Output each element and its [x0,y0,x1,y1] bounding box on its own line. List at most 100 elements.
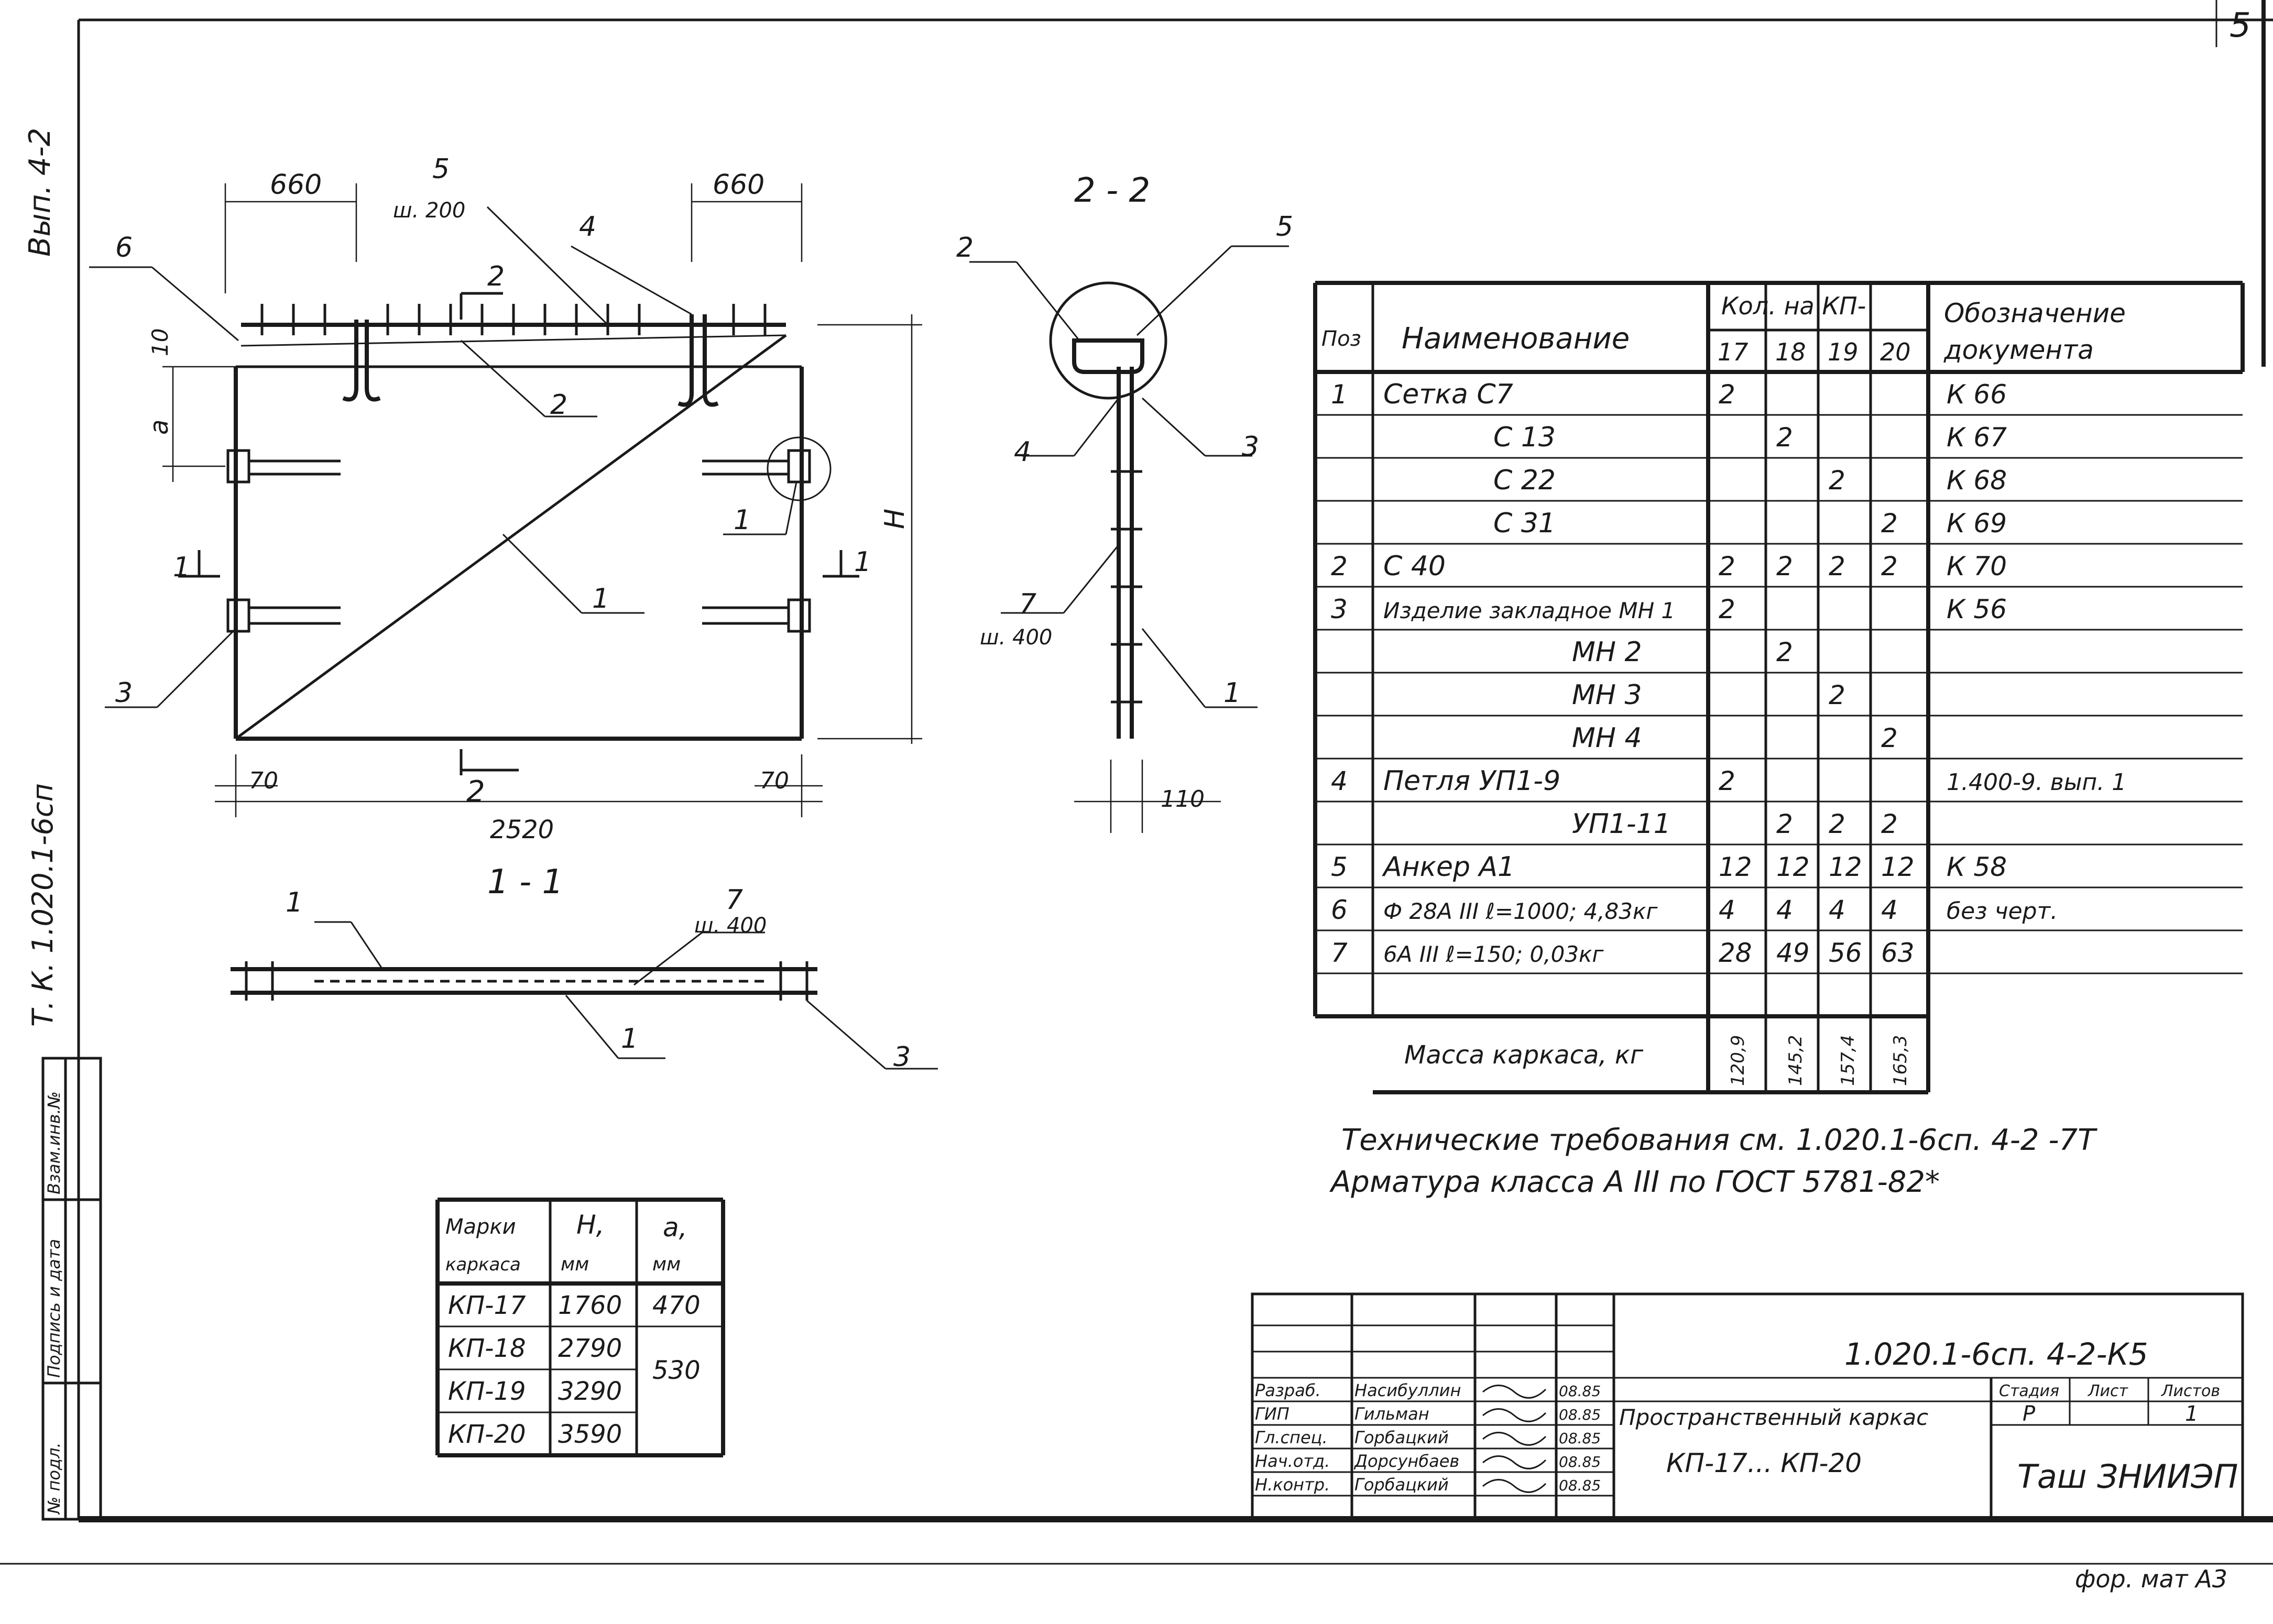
marks-row: КП-18 2790 [448,1334,622,1363]
header-pos: Поз [1321,327,1361,351]
spec-name: Ф 28А III ℓ=1000; 4,83кг [1383,898,1658,924]
header-kp-17: 17 [1718,338,1749,366]
spec-qty: 12 [1719,852,1752,882]
note-tech-requirements: Технические требования см. 1.020.1-6сп. … [1341,1123,2097,1157]
dim-10: 10 [147,328,173,356]
spec-qty: 2 [1719,594,1735,624]
title-date: 08.85 [1559,1406,1601,1423]
spec-name: С 13 [1493,422,1556,453]
dim-660-left: 660 [270,169,322,201]
marks-a: 470 [652,1291,701,1320]
callout-7-sec11: 7 [726,884,743,916]
header-kp-20: 20 [1880,338,1911,366]
spec-name: МН 3 [1572,679,1642,711]
section-mark-2-bottom: 2 [466,775,485,809]
spec-name: МН 4 [1572,722,1642,754]
marks-H: 2790 [558,1334,622,1363]
section-2-2-title: 2 - 2 [1074,171,1150,210]
cut-1-right: 1 [854,546,871,578]
callout-1-plan-diag: 1 [592,583,609,615]
spec-qty: 2 [1829,680,1845,710]
note-rebar-class: Арматура класса А III по ГОСТ 5781-82* [1329,1165,1940,1199]
issue-label: Вып. 4-2 [23,128,57,257]
dim-H: Н [879,509,911,529]
spec-doc: К 68 [1947,465,2007,496]
title-role: Разраб. [1255,1380,1321,1400]
spec-name: 6А III ℓ=150; 0,03кг [1383,941,1604,967]
mass-value: 145,2 [1785,1035,1806,1086]
page-number: 5 [2230,6,2251,45]
spec-qty: 2 [1829,551,1845,581]
callout-1-plan-right: 1 [734,504,751,536]
step-400-sec11: ш. 400 [694,914,767,938]
dim-660-right: 660 [713,169,764,201]
title-person: Горбацкий [1354,1475,1449,1495]
spec-qty: 2 [1881,723,1898,753]
marks-a: 530 [652,1356,701,1385]
sheets-value: 1 [2185,1402,2198,1426]
spec-doc: 1.400-9. вып. 1 [1947,769,2126,796]
section-mark-2-top: 2 [487,261,505,292]
spec-qty: 12 [1881,852,1915,882]
marks-mark: КП-18 [448,1334,526,1363]
callout-6-plan: 6 [115,232,133,264]
spec-qty: 2 [1829,809,1845,839]
format-label: фор. мат А3 [2075,1565,2227,1593]
spec-qty: 63 [1881,938,1915,968]
marks-H: 1760 [558,1291,622,1320]
marks-header-h-1: Н, [576,1210,605,1240]
marks-header-mark-2: каркаса [445,1254,521,1275]
callout-1-sec22: 1 [1223,677,1241,709]
title-role: Н.контр. [1255,1475,1330,1495]
dim-110: 110 [1161,786,1205,813]
spec-pos: 5 [1331,852,1348,882]
mass-label: Масса каркаса, кг [1404,1040,1644,1070]
title-person: Насибуллин [1354,1380,1461,1400]
spec-row: МН 4 2 [1572,722,1898,754]
marks-header-a-2: мм [652,1254,681,1275]
spec-name: УП1-11 [1572,808,1671,840]
spec-qty: 2 [1881,809,1898,839]
title-role-row: Н.контр. Горбацкий 08.85 [1255,1475,1601,1495]
title-date: 08.85 [1559,1477,1601,1494]
spec-qty: 2 [1881,551,1898,581]
section-1-1-title: 1 - 1 [487,863,563,902]
step-400-sec22: ш. 400 [980,626,1052,650]
callout-5-plan: 5 [432,153,450,185]
callout-5-sec22: 5 [1276,211,1293,243]
callout-2-plan: 2 [550,389,567,421]
signature [1482,1455,1547,1469]
marks-header-a-1: а, [663,1212,687,1243]
stage-label: Стадия [1999,1382,2059,1400]
callout-3-sec22: 3 [1242,431,1259,463]
header-qty: Кол. на КП- [1721,292,1866,320]
spec-doc: К 66 [1947,379,2007,410]
spec-name: Изделие закладное МН 1 [1383,598,1675,623]
callout-3-plan: 3 [115,677,133,709]
series-label: Т. К. 1.020.1-6сп [26,783,59,1027]
title-person: Горбацкий [1354,1428,1449,1447]
title-role: Нач.отд. [1255,1451,1330,1471]
spec-pos: 2 [1331,551,1348,581]
spec-qty: 56 [1829,938,1862,968]
dim-70-right: 70 [760,767,789,794]
mass-value: 165,3 [1890,1035,1911,1086]
spec-qty: 2 [1881,508,1898,539]
title-date: 08.85 [1559,1430,1601,1447]
spec-pos: 7 [1331,938,1348,968]
spec-qty: 49 [1776,938,1810,968]
spec-name: С 22 [1493,465,1556,496]
stamp-inv-orig: № подл. [44,1442,64,1515]
marks-mark: КП-17 [448,1291,526,1320]
